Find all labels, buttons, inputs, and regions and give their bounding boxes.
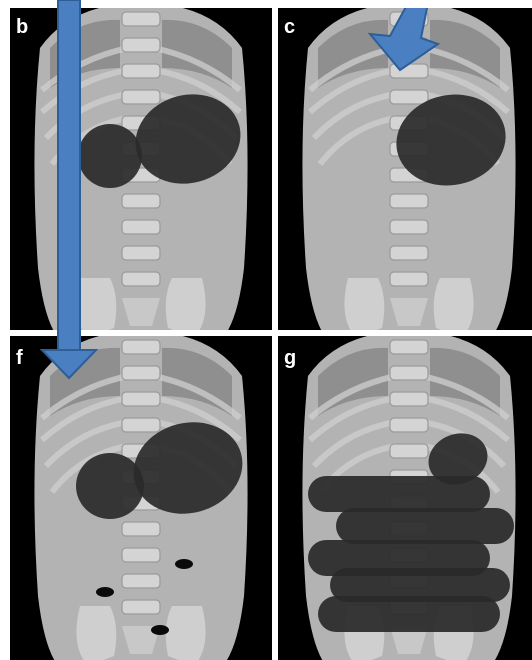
panel-c: c (278, 8, 532, 330)
dilated-loop (318, 596, 500, 632)
panel-label-b: b (16, 17, 28, 37)
gas-dot (175, 559, 193, 569)
gas-bubble-small (76, 453, 144, 519)
panel-label-c: c (284, 17, 295, 37)
dilated-loop (336, 508, 514, 544)
radiograph-g (278, 336, 532, 660)
radiograph-c (278, 8, 532, 330)
dilated-loop (308, 476, 490, 512)
gas-bubble-small (78, 124, 142, 188)
panel-g: g (278, 336, 532, 660)
gas-dot (151, 625, 169, 635)
radiograph-b (10, 8, 272, 330)
radiograph-f (10, 336, 272, 660)
panel-f: f (10, 336, 272, 660)
panel-label-g: g (284, 348, 296, 368)
panel-b: b (10, 8, 272, 330)
panel-label-f: f (16, 348, 23, 368)
gas-dot (96, 587, 114, 597)
